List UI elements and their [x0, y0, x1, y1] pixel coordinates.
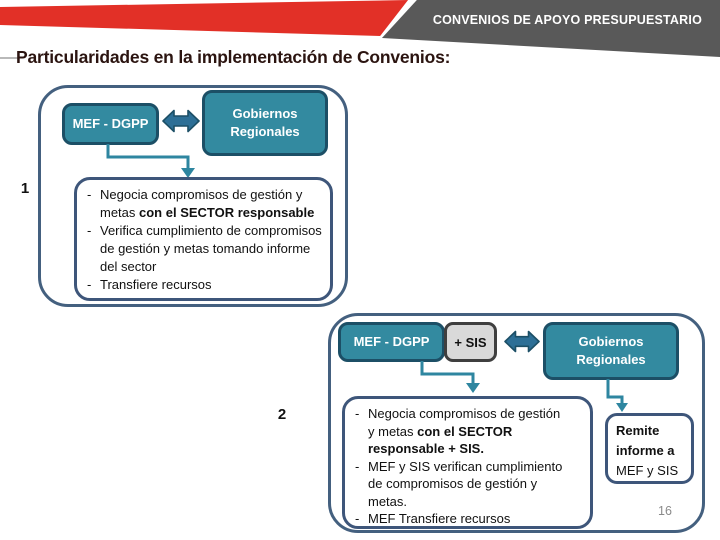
diagram2-sis-box: + SIS [444, 322, 497, 362]
diagram1-elbow-connector [106, 144, 195, 178]
list-item: - Negocia compromisos de gestión y metas… [87, 187, 315, 220]
list-item: - Transfiere recursos [87, 277, 212, 292]
page-heading: Particularidades en la implementación de… [16, 47, 451, 67]
double-arrow-icon [162, 109, 200, 133]
diagram2-container [328, 313, 705, 533]
red-header-banner [0, 0, 409, 36]
diagram1-gobiernos-regionales-box: Gobiernos Regionales [202, 90, 328, 156]
diagram2-notes-box: - Negocia compromisos de gestión y metas… [342, 396, 593, 529]
page-number: 16 [658, 504, 672, 518]
banner-title: CONVENIOS DE APOYO PRESUPUESTARIO [432, 13, 702, 27]
diagram1-container [38, 85, 348, 307]
diagram2-elbow-connector-gob [606, 379, 628, 412]
connector-arrowhead [466, 383, 480, 393]
diagram2-remite-box: Remite informe a MEF y SIS [605, 413, 694, 484]
list-item: - Negocia compromisos de gestión y metas… [355, 406, 561, 456]
diagram2-gobiernos-regionales-box: Gobiernos Regionales [543, 322, 679, 380]
diagram1-number-label: 1 [20, 180, 30, 197]
header-accent-line [0, 57, 18, 59]
connector-arrowhead [181, 168, 195, 178]
diagram2-elbow-connector-mef [420, 361, 480, 393]
diagram1-mef-dgpp-box: MEF - DGPP [62, 103, 159, 145]
diagram2-mef-dgpp-box: MEF - DGPP [338, 322, 445, 362]
list-item: - MEF y SIS verifican cumplimiento de co… [355, 458, 563, 509]
list-item: - MEF Transfiere recursos [355, 511, 511, 526]
diagram2-number-label: 2 [277, 406, 287, 423]
double-arrow-icon [504, 330, 540, 353]
connector-arrowhead [616, 403, 628, 412]
diagram1-notes-box: - Negocia compromisos de gestión y metas… [74, 177, 333, 301]
list-item: - Verifica cumplimiento de compromisos d… [87, 223, 322, 274]
